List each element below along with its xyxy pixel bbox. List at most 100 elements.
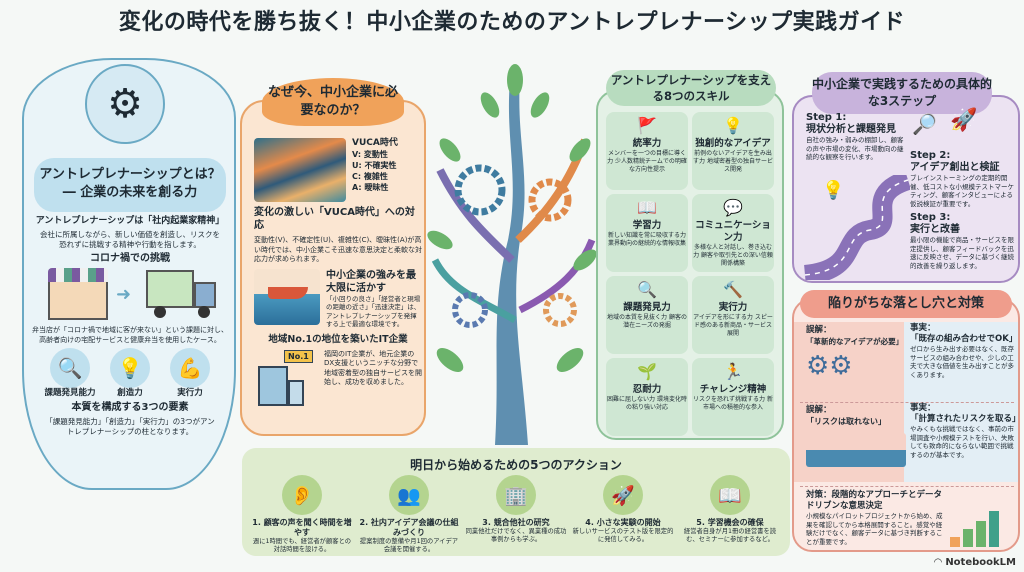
pitfalls-heading: 陥りがちな落とし穴と対策 bbox=[800, 290, 1012, 318]
action-item: 👂 1. 顧客の声を聞く時間を増やす週に1時間でも、経営者が顧客との対話時間を設け… bbox=[250, 475, 354, 554]
steps-heading: 中小企業で実践するための具体的な3ステップ bbox=[812, 72, 992, 114]
definition-title: アントレプレナーシップは「社内起業家精神」 bbox=[35, 216, 225, 226]
vuca-title: VUCA時代 bbox=[352, 138, 398, 148]
building-search-icon: 🏢 bbox=[496, 475, 536, 515]
gear-runner-icon: ⚙ bbox=[85, 64, 165, 144]
skills-heading: アントレプレナーシップを支える8つのスキル bbox=[606, 70, 776, 106]
step-2: Step 2: アイデア創出と検証 ブレインストーミングの定期的開催、低コストな… bbox=[910, 150, 1018, 208]
skill-desc: アイデアを形にする力 スピード感のある新商品・サービス展開 bbox=[693, 314, 773, 337]
skill-name: 実行力 bbox=[718, 302, 748, 313]
vuca-item: A: 曖昧性 bbox=[352, 183, 389, 192]
boat-waves-image bbox=[254, 268, 320, 325]
myth-text: 「革新的なアイデアが必要」 bbox=[806, 337, 904, 346]
fact-detail: やみくもな挑戦ではなく、事前の市場調査や小規模テストを行い、失敗しても致命的にな… bbox=[910, 425, 1014, 459]
myth-label: 誤解： bbox=[806, 405, 832, 415]
myth-text: 「リスクは取れない」 bbox=[806, 417, 886, 426]
magnifier-icon: 🔍 bbox=[50, 348, 90, 388]
action-item: 🚀4. 小さな実験の開始新しいサービスのテスト版を限定的に発信してみる。 bbox=[571, 475, 675, 544]
ear-icon: 👂 bbox=[282, 475, 322, 515]
step-title: 実行と改善 bbox=[910, 224, 960, 235]
action-item: 📖5. 学習機会の確保経営者自身が月1冊の経営書を読む、セミナーに参加するなど。 bbox=[678, 475, 782, 544]
steps-2-3: Step 2: アイデア創出と検証 ブレインストーミングの定期的開催、低コストな… bbox=[910, 150, 1018, 270]
summary-text: 「課題発見能力」「創造力」「実行力」の3つがアントレプレナーシップの柱となります… bbox=[45, 417, 215, 436]
skill-desc: 困難に屈しない力 環境変化時の粘り強い対応 bbox=[607, 396, 687, 411]
actions-heading: 明日から始めるための5つのアクション bbox=[410, 458, 622, 472]
step-label: Step 3: bbox=[910, 212, 951, 223]
action-title: 2. 社内アイデア会議の仕組みづくり bbox=[359, 518, 459, 537]
storefront-icon bbox=[48, 268, 108, 322]
solution-title: 対策：段階的なアプローチとデータドリブンな意思決定 bbox=[806, 490, 943, 511]
element-item: 🔍課題発見能力 bbox=[40, 348, 100, 399]
summary-title: 本質を構成する3つの要素 bbox=[71, 402, 189, 413]
strength-title: 中小企業の強みを最大限に活かす bbox=[326, 269, 416, 294]
strength-row: 中小企業の強みを最大限に活かす 「小回りの良さ」「経営者と現場の距離の近さ」「迅… bbox=[254, 268, 422, 329]
action-title: 5. 学習機会の確保 bbox=[696, 518, 764, 527]
fact-1: 事実： 「既存の組み合わせでOK」 ゼロから生み出す必要はなく、既存サービスの組… bbox=[910, 323, 1018, 379]
flag-icon: 🚩 bbox=[637, 116, 657, 135]
muscle-icon: 💪 bbox=[170, 348, 210, 388]
skill-card: 🔍課題発見力地域の本質を見抜く力 顧客の潜在ニーズの発掘 bbox=[606, 276, 688, 354]
skill-card: 📖学習力新しい知識を常に吸収する力 業界動向の継続的な情報収集 bbox=[606, 194, 688, 272]
heading-line-2: ― 企業の未来を創る力 bbox=[62, 185, 198, 200]
element-label: 実行力 bbox=[177, 388, 203, 398]
step-title: アイデア創出と検証 bbox=[910, 162, 1000, 173]
element-item: 💪実行力 bbox=[160, 348, 220, 399]
action-title: 1. 顧客の声を聞く時間を増やす bbox=[252, 518, 352, 537]
book-icon: 📖 bbox=[637, 198, 657, 217]
skill-card: 🔨 実行力アイデアを形にする力 スピード感のある新商品・サービス展開 bbox=[692, 276, 774, 354]
skill-name: 課題発見力 bbox=[623, 302, 671, 313]
why-heading: なぜ今、中小企業に必要なのか？ bbox=[262, 78, 404, 126]
covid-case-text: 弁当店が「コロナ禍で地域に客が来ない」という課題に対し、高齢者向けの宅配サービス… bbox=[32, 326, 228, 344]
covid-title: コロナ禍での挑戦 bbox=[90, 253, 170, 264]
skill-desc: メンバーを一つの目標に導く力 少人数精鋭チームでの明確な方向性提示 bbox=[607, 150, 687, 173]
meeting-idea-icon: 💡 bbox=[822, 180, 845, 201]
skill-card: 🏃 チャレンジ精神リスクを恐れず挑戦する力 新市場への積極的な参入 bbox=[692, 358, 774, 436]
gear-icon bbox=[543, 293, 577, 327]
it-case-text: 福岡のIT企業が、地元企業のDX支援というニッチな分野で地域密着型の独自サービス… bbox=[324, 349, 422, 387]
fact-label: 事実： bbox=[910, 323, 936, 333]
step-label: Step 2: bbox=[910, 150, 951, 161]
action-item: 🏢 3. 競合他社の研究同業他社だけでなく、異業種の成功事例からも学ぶ。 bbox=[464, 475, 568, 544]
skill-card: 🌱忍耐力困難に屈しない力 環境変化時の粘り強い対応 bbox=[606, 358, 688, 436]
myth-2: 誤解： 「リスクは取れない」 bbox=[806, 405, 906, 467]
skill-desc: リスクを恐れず挑戦する力 新市場への積極的な参入 bbox=[693, 396, 773, 411]
skill-card: 💬コミュニケーション力多様な人と対話し、巻き込む力 顧客や取引先との深い信頼関係… bbox=[692, 194, 774, 272]
action-text: 週に1時間でも、経営者が顧客との対話時間を設ける。 bbox=[252, 538, 352, 553]
lightbulb-icon: 💡 bbox=[110, 348, 150, 388]
step-title: 現状分析と課題発見 bbox=[806, 124, 896, 135]
rocket-dish-icon: 🚀 bbox=[603, 475, 643, 515]
vuca-list: VUCA時代 V: 変動性 U: 不確実性 C: 複雑性 A: 曖昧性 bbox=[352, 138, 398, 193]
skill-card: 🚩 統率力メンバーを一つの目標に導く力 少人数精鋭チームでの明確な方向性提示 bbox=[606, 112, 688, 190]
why-content: VUCA時代 V: 変動性 U: 不確実性 C: 複雑性 A: 曖昧性 変化の激… bbox=[254, 138, 422, 406]
element-label: 課題発見能力 bbox=[44, 388, 96, 398]
fact-text: 「計算されたリスクを取る」 bbox=[910, 414, 1021, 424]
skill-name: 統率力 bbox=[632, 138, 662, 149]
skill-name: 独創的なアイデア bbox=[695, 138, 771, 149]
action-text: 同業他社だけでなく、異業種の成功事例からも学ぶ。 bbox=[465, 528, 567, 543]
step-label: Step 1: bbox=[806, 112, 847, 123]
hammer-icon: 🔨 bbox=[723, 280, 743, 299]
fact-text: 「既存の組み合わせでOK」 bbox=[910, 334, 1018, 344]
fact-2: 事実： 「計算されたリスクを取る」 やみくもな挑戦ではなく、事前の市場調査や小規… bbox=[910, 403, 1021, 459]
brand-label: NotebookLM bbox=[945, 557, 1016, 568]
strength-text: 「小回りの良さ」「経営者と現場の距離の近さ」「迅速決定」は、アントレプレナーシッ… bbox=[326, 294, 421, 329]
action-text: 経営者自身が月1冊の経営書を読む、セミナーに参加するなど。 bbox=[683, 528, 777, 543]
no1-flag: No.1 bbox=[284, 349, 313, 363]
growth-bar-chart-icon bbox=[950, 505, 1014, 547]
action-text: 提案制度の整備や月1回のアイデア会議を開催する。 bbox=[359, 538, 459, 553]
runner-icon: 🏃 bbox=[723, 362, 743, 381]
arrow-right-icon: ➜ bbox=[116, 284, 132, 305]
tree-trunk bbox=[495, 80, 528, 445]
step-1: Step 1: 現状分析と課題発見 自社の強み・弱みの棚卸し、顧客の声や市場の変… bbox=[806, 112, 906, 162]
step-3: Step 3: 実行と改善 最小限の機能で商品・サービスを限定提供し、顧客フィー… bbox=[910, 212, 1018, 270]
vuca-section-text: 変動性(V)、不確定性(U)、複雑性(C)、曖昧性(A)が高い時代では、中小企業… bbox=[254, 236, 422, 263]
vuca-section-title: 変化の激しい「VUCA時代」への対応 bbox=[254, 207, 415, 231]
solution-text: 小規模なパイロットプロジェクトから始め、成果を確認してから本格展開すること。感覚… bbox=[806, 512, 943, 546]
step-text: 自社の強み・弱みの棚卸し、顧客の声や市場の変化、市場動向の継続的な観察を行います… bbox=[806, 136, 904, 161]
action-title: 3. 競合他社の研究 bbox=[482, 518, 550, 527]
gear-icon bbox=[454, 164, 506, 216]
myth-1: 誤解： 「革新的なアイデアが必要」 ⚙⚙ bbox=[806, 325, 906, 381]
growth-tree-illustration bbox=[427, 64, 597, 445]
rocket-icon: 🚀 bbox=[950, 108, 978, 133]
skill-name: チャレンジ精神 bbox=[699, 384, 767, 395]
